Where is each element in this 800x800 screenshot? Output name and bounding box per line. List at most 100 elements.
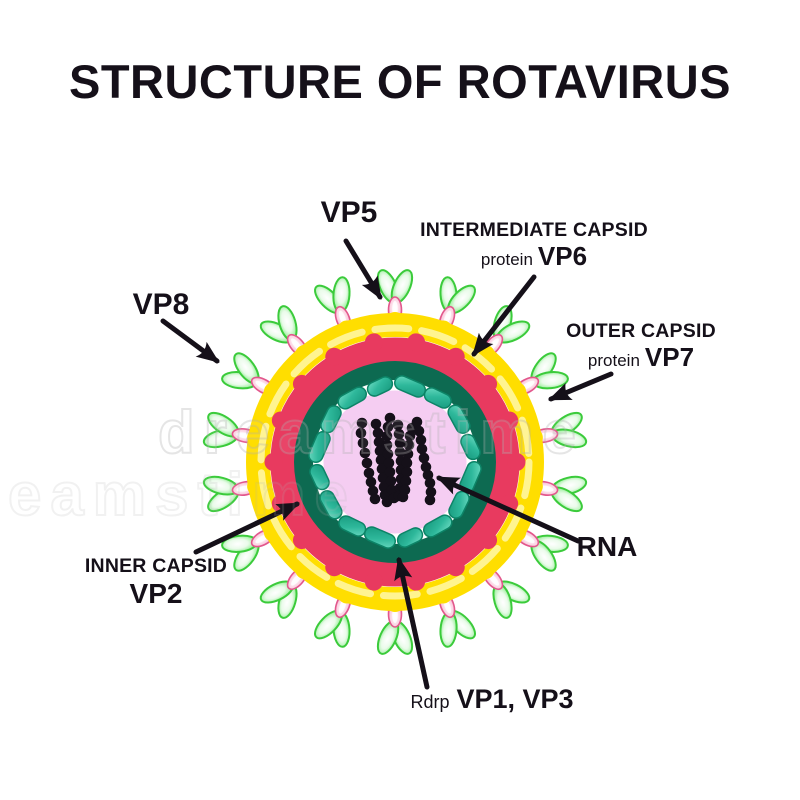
red-bump: [507, 453, 526, 471]
red-bump: [264, 453, 283, 471]
rna-dot: [393, 428, 405, 440]
rna-dot: [404, 430, 416, 442]
red-bump: [479, 531, 498, 550]
rna-dot: [375, 454, 387, 466]
rna-dot: [402, 448, 414, 460]
rna-dot: [384, 466, 396, 478]
outer-capsid-title: OUTER CAPSID: [566, 320, 716, 342]
rna-dot: [373, 436, 385, 448]
rna-dot: [381, 439, 393, 451]
rna-dot: [377, 472, 389, 484]
rna-dot: [401, 457, 413, 469]
intermediate-capsid-protein-word: protein: [480, 249, 533, 269]
rna-dot: [418, 452, 430, 464]
red-bump: [446, 558, 465, 577]
rna-dot: [381, 430, 393, 442]
red-bump: [479, 374, 498, 393]
inner-capsid-ring: [294, 361, 496, 563]
rdrp-prefix-word: Rdrp: [410, 692, 450, 712]
rna-dot: [401, 466, 413, 478]
capsule-icon: [319, 490, 343, 520]
rna-dot: [415, 434, 427, 446]
red-bump: [292, 531, 311, 550]
inner-capsid-title: INNER CAPSID: [84, 555, 228, 577]
red-bump: [446, 347, 465, 366]
virus-core: [323, 390, 467, 534]
rdrp-protein-name: VP1, VP3: [456, 684, 574, 714]
annotation-arrows: [160, 238, 614, 690]
red-bump: [407, 333, 426, 352]
arrow-rdrp: [394, 556, 430, 690]
rna-dot: [359, 447, 371, 459]
rna-dot: [424, 494, 436, 506]
rna-dot: [372, 427, 384, 439]
rna-dot: [425, 486, 437, 498]
intermediate-capsid-ring: [264, 333, 526, 591]
arrow-vp7: [548, 371, 614, 402]
spike-protein: [531, 475, 588, 513]
rna-dot: [383, 457, 395, 469]
rna-dot: [365, 476, 377, 488]
capsule-icon: [366, 376, 394, 397]
label-vp8: VP8: [132, 288, 190, 321]
rna-dot: [382, 421, 394, 433]
rna-dot: [367, 485, 379, 497]
red-bump: [325, 558, 344, 577]
rna-dot: [378, 481, 390, 493]
spike-protein: [259, 305, 308, 358]
rna-strands: [355, 412, 437, 508]
capsule-icon: [320, 405, 342, 434]
rna-dot: [384, 412, 396, 424]
capsule-icon: [423, 514, 453, 538]
rna-dot: [394, 446, 406, 458]
red-bump: [325, 347, 344, 366]
rna-dot: [370, 418, 382, 430]
rna-dot: [394, 437, 406, 449]
rna-dot: [361, 457, 373, 469]
rna-dot: [355, 427, 367, 439]
red-bump: [364, 333, 383, 352]
outer-capsid-protein-word: protein: [587, 350, 640, 370]
red-bump: [292, 374, 311, 393]
red-bump: [364, 572, 383, 591]
capsule-icon: [309, 463, 330, 491]
rna-dot: [385, 475, 397, 487]
yellow-ring-highlight: [257, 324, 533, 600]
rna-dot: [411, 416, 423, 428]
rna-dot: [374, 445, 386, 457]
capsule-icon: [447, 404, 471, 434]
intermediate-capsid-title: INTERMEDIATE CAPSID: [420, 219, 648, 241]
rna-dot: [356, 417, 368, 429]
label-rna: RNA: [576, 531, 638, 562]
rna-dot: [400, 475, 412, 487]
label-inner-capsid: INNER CAPSID VP2: [84, 555, 228, 609]
red-bump: [271, 411, 290, 430]
label-vp5: VP5: [320, 196, 378, 229]
arrow-vp8: [160, 318, 220, 364]
intermediate-capsid-protein-name: VP6: [537, 240, 588, 271]
rna-dot: [386, 484, 398, 496]
rna-dot: [376, 463, 388, 475]
capsule-icon: [460, 433, 481, 461]
outer-capsid-protein-name: VP7: [644, 341, 695, 372]
arrow-vp6: [471, 274, 537, 357]
capsule-icon: [337, 386, 367, 410]
rna-dot: [392, 419, 404, 431]
arrow-vp2: [193, 501, 300, 555]
page-title: STRUCTURE OF ROTAVIRUS: [68, 55, 732, 108]
spike-protein: [482, 566, 531, 619]
rna-dot: [416, 443, 428, 455]
rna-dot: [363, 467, 375, 479]
capsule-icon: [338, 515, 367, 537]
rna-dot: [420, 461, 432, 473]
capsule-icon: [396, 527, 424, 548]
capsule-icon: [423, 387, 452, 409]
rna-dot: [369, 493, 381, 505]
label-rdrp: Rdrp VP1, VP3: [410, 684, 573, 714]
arrow-rna: [436, 475, 581, 544]
rna-dot: [357, 437, 369, 449]
